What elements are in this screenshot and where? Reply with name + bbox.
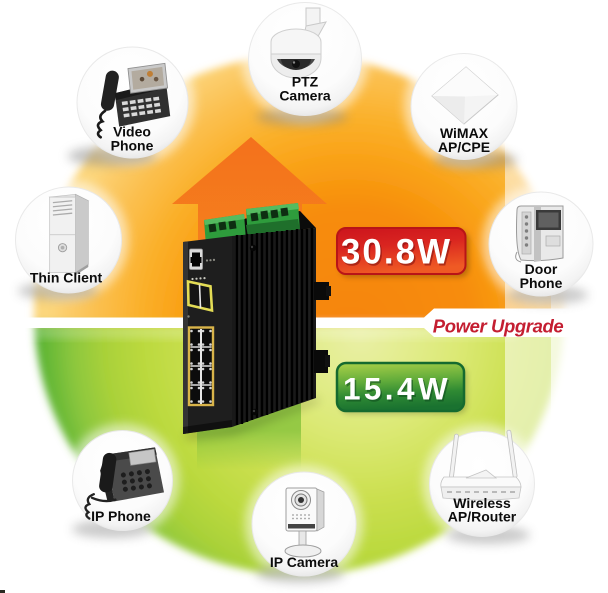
svg-text:Camera: Camera [279, 88, 331, 104]
svg-text:PTZ: PTZ [292, 74, 319, 90]
svg-text:30.8W: 30.8W [342, 235, 453, 274]
svg-text:AP/Router: AP/Router [448, 509, 517, 525]
svg-text:Wireless: Wireless [453, 495, 511, 511]
svg-text:Video: Video [113, 124, 151, 140]
svg-text:30.8W: 30.8W [341, 233, 452, 272]
svg-text:WiMAX: WiMAX [440, 125, 489, 141]
svg-text:Door: Door [525, 261, 558, 277]
svg-text:15.4W: 15.4W [343, 371, 451, 407]
svg-text:IP Camera: IP Camera [270, 554, 338, 570]
svg-text:Power Upgrade: Power Upgrade [433, 316, 564, 337]
svg-text:Phone: Phone [111, 138, 154, 154]
svg-text:IP Phone: IP Phone [91, 508, 151, 524]
svg-text:AP/CPE: AP/CPE [438, 139, 490, 155]
svg-text:Thin Client: Thin Client [30, 270, 103, 286]
svg-text:15.4W: 15.4W [344, 373, 452, 409]
svg-text:Phone: Phone [520, 275, 563, 291]
